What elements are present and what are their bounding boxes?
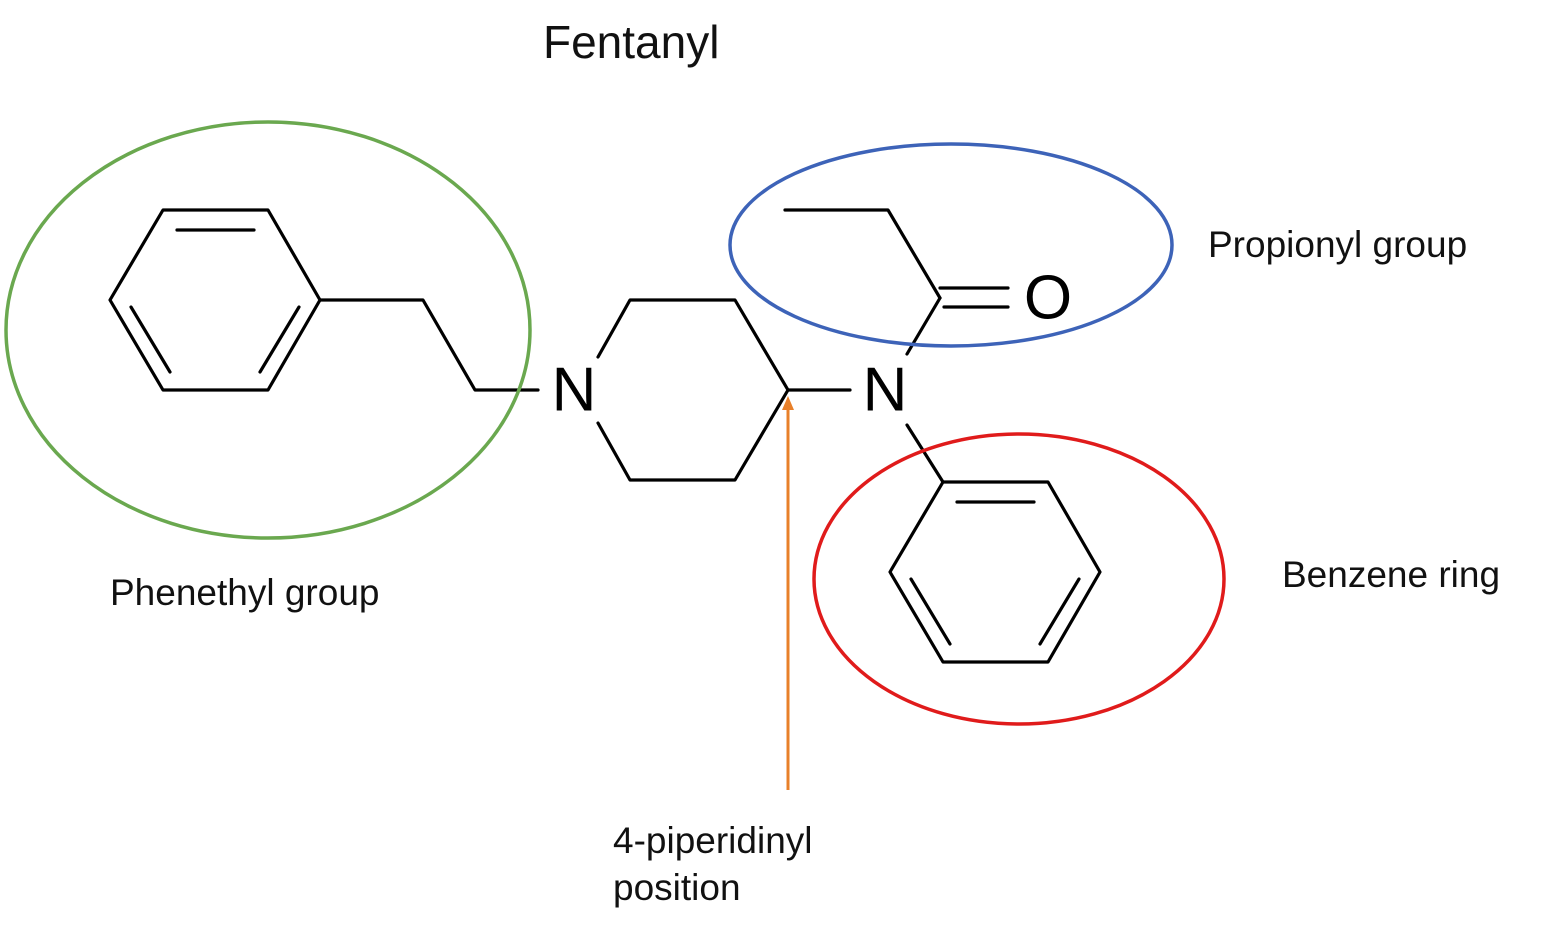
phenyl-ring-left-inner-bond-right [258,305,301,374]
propionyl-group-label: Propionyl group [1208,224,1468,265]
piperidinyl-position-label-line2: position [613,866,741,908]
amide-n-to-phenyl-bond [905,423,945,484]
benzene-ring-ellipse [812,432,1226,726]
piperidinyl-position-label: 4-piperidinyl position [613,820,813,909]
propionyl-chain [783,208,942,300]
propionyl-group-ellipse [728,142,1174,348]
phenethyl-structure [108,208,540,392]
benzene-ring [888,480,1102,664]
piperidine-nitrogen-label: N [552,356,597,425]
arrow-head [782,396,794,410]
piperidinyl-position-label-line1: 4-piperidinyl [613,820,813,861]
benzene-ring-label: Benzene ring [1282,554,1501,595]
phenethyl-group-label: Phenethyl group [110,572,380,613]
amide-nitrogen-label: N [863,356,908,425]
phenethyl-group-ellipse [4,120,532,540]
benzene-ring-inner-bond-right [1038,577,1081,646]
piperidine-bonds [596,298,790,482]
benzene-ring-structure [888,480,1102,664]
ethyl-linker [318,298,540,392]
piperidinyl-position-arrow [782,396,794,790]
piperidine-ring [596,298,790,482]
diagram-title: Fentanyl [543,16,720,68]
carbonyl-oxygen-label: O [1024,264,1072,333]
phenyl-ring-left [108,208,322,392]
benzene-ring-inner-bond-left [909,577,952,646]
phenyl-ring-left-inner-bond-left [129,305,172,374]
